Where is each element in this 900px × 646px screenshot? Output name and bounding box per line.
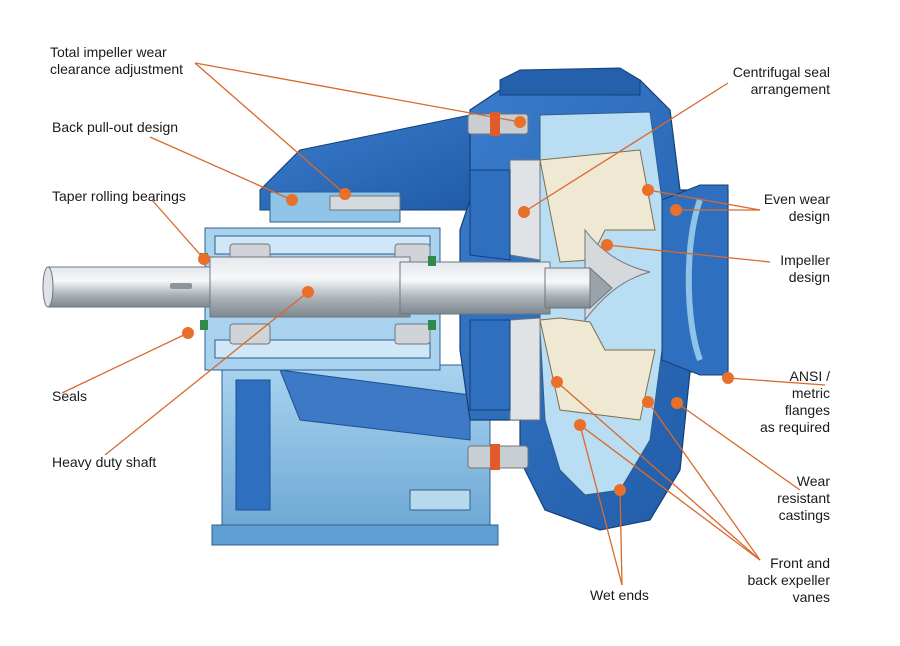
bolts — [467, 112, 529, 470]
pedestal-base — [211, 364, 499, 546]
impeller-assembly — [469, 149, 656, 421]
label-wear-resistant-castings: Wear resistant castings — [777, 473, 830, 523]
label-total-impeller-wear: Total impeller wear clearance adjustment — [50, 44, 184, 77]
label-seals: Seals — [52, 388, 88, 404]
label-taper-rolling-bearings: Taper rolling bearings — [52, 188, 186, 204]
bearing-housing — [204, 114, 491, 371]
callout-dots — [182, 116, 734, 496]
label-back-pullout-design: Back pull-out design — [52, 119, 179, 135]
leader-lines — [61, 62, 826, 586]
label-expeller-vanes: Front and back expeller vanes — [747, 555, 831, 605]
label-centrifugal-seal: Centrifugal seal arrangement — [732, 64, 830, 97]
shaft — [42, 256, 613, 318]
label-wet-ends: Wet ends — [590, 587, 649, 603]
label-impeller-design: Impeller design — [780, 252, 830, 285]
label-even-wear-design: Even wear design — [763, 191, 830, 224]
label-heavy-duty-shaft: Heavy duty shaft — [52, 454, 157, 470]
label-ansi-metric-flanges: ANSI / metric flanges as required — [759, 368, 830, 435]
